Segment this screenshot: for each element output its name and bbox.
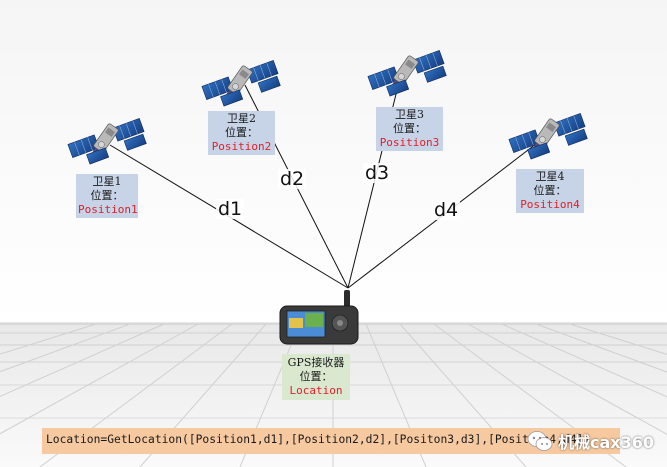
distance-label-d1: d1 xyxy=(216,198,245,220)
distance-label-d3: d3 xyxy=(363,162,392,184)
satellite-1-position: Position1 xyxy=(78,203,138,216)
satellite-4-name: 卫星4 xyxy=(535,170,565,183)
satellite-2-name: 卫星2 xyxy=(227,112,256,125)
distance-label-d2: d2 xyxy=(278,168,307,190)
watermark: 机械cax360 xyxy=(527,426,654,456)
gps-receiver-icon xyxy=(279,290,359,345)
satellite-2-label: 卫星2 位置： Position2 xyxy=(208,111,275,155)
satellite-3-position-label: 位置： xyxy=(393,122,426,135)
satellite-3-label: 卫星3 位置： Position3 xyxy=(376,107,443,151)
satellite-1-position-label: 位置： xyxy=(90,189,124,202)
receiver-position: Location xyxy=(289,384,343,397)
satellite-3-position: Position3 xyxy=(379,136,440,149)
satellite-4-position: Position4 xyxy=(520,198,580,211)
location-formula: Location=GetLocation([Position1,d1],[Pos… xyxy=(46,433,591,446)
receiver-position-label: 位置： xyxy=(299,370,333,383)
satellite-2-position: Position2 xyxy=(211,140,272,153)
satellite-1-name: 卫星1 xyxy=(92,175,122,188)
satellite-2-position-label: 位置： xyxy=(225,126,258,139)
satellite-4-label: 卫星4 位置： Position4 xyxy=(516,169,584,213)
distance-label-d4: d4 xyxy=(432,199,461,221)
receiver-name: GPS接收器 xyxy=(287,356,345,369)
watermark-text: 机械cax360 xyxy=(558,433,655,452)
sky-background xyxy=(0,0,667,325)
receiver-label: GPS接收器 位置： Location xyxy=(282,354,350,400)
formula-bar: Location=GetLocation([Position1,d1],[Pos… xyxy=(42,428,620,454)
satellite-4-position-label: 位置： xyxy=(533,184,567,197)
satellite-3-name: 卫星3 xyxy=(395,108,424,121)
satellite-1-label: 卫星1 位置： Position1 xyxy=(76,174,138,218)
wechat-icon xyxy=(527,431,553,451)
